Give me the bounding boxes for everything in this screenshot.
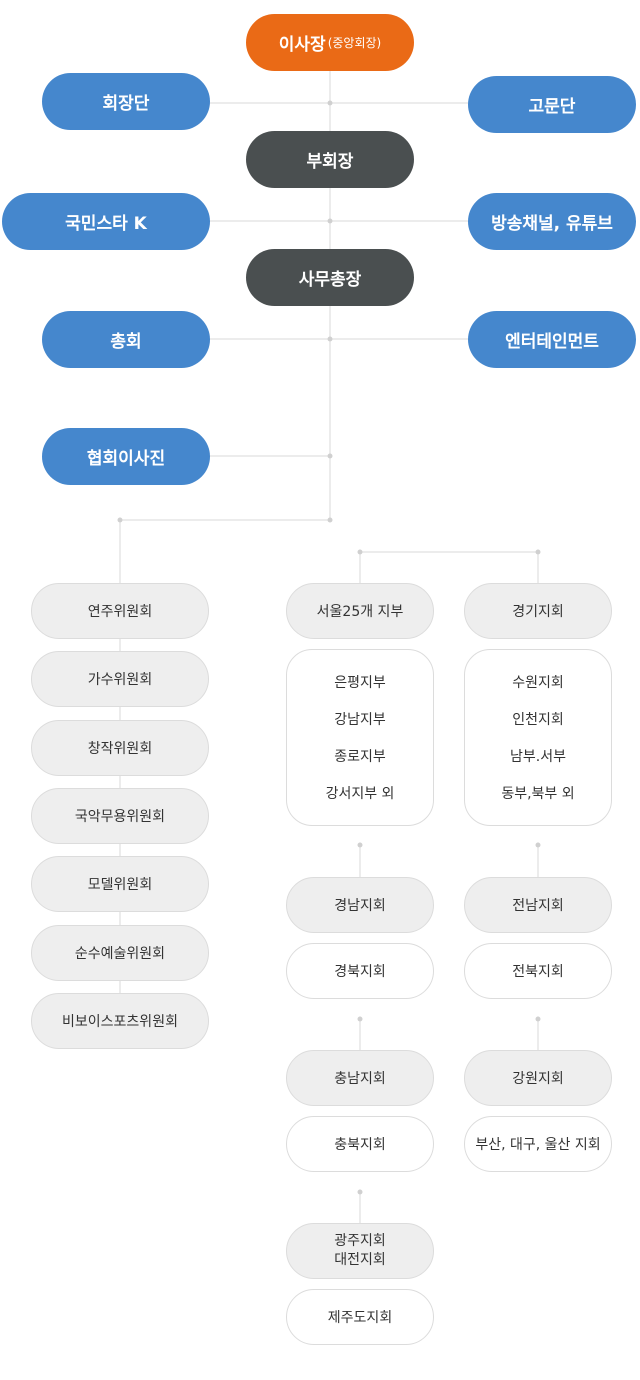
gyeonggi-branch-item: 남부.서부 (510, 748, 566, 765)
jeju-node: 제주도지회 (286, 1289, 434, 1345)
chairman-node: 이사장(중앙회장) (246, 14, 414, 71)
gyeonggi-branch-item: 인천지회 (512, 712, 564, 729)
gwangju-label: 광주지회 (334, 1233, 386, 1249)
chungbuk-node: 충북지회 (286, 1116, 434, 1172)
vice-chairman-node: 부회장 (246, 131, 414, 188)
daejeon-label: 대전지회 (334, 1252, 386, 1268)
seoul-branch-item: 강서지부 외 (325, 785, 395, 802)
gyeonggi-branch-title: 경기지회 (464, 583, 612, 639)
seoul-branch-list: 은평지부 강남지부 종로지부 강서지부 외 (286, 649, 434, 826)
jeonnam-node: 전남지회 (464, 877, 612, 933)
gwangju-daejeon-node: 광주지회 대전지회 (286, 1223, 434, 1279)
busan-daegu-ulsan-node: 부산, 대구, 울산 지회 (464, 1116, 612, 1172)
committee-node: 모델위원회 (31, 856, 209, 912)
committee-node: 가수위원회 (31, 651, 209, 707)
general-assembly-node: 총회 (42, 311, 210, 368)
advisors-node: 고문단 (468, 76, 636, 133)
board-node: 협회이사진 (42, 428, 210, 485)
chungnam-node: 충남지회 (286, 1050, 434, 1106)
committee-node: 연주위원회 (31, 583, 209, 639)
gangwon-node: 강원지회 (464, 1050, 612, 1106)
seoul-branch-item: 은평지부 (334, 675, 386, 692)
jeonbuk-node: 전북지회 (464, 943, 612, 999)
seoul-branch-item: 종로지부 (334, 748, 386, 765)
gyeonggi-branch-item: 수원지회 (512, 675, 564, 692)
chairman-sub-label: (중앙회장) (327, 36, 382, 50)
committee-node: 국악무용위원회 (31, 788, 209, 844)
committee-node: 창작위원회 (31, 720, 209, 776)
committee-node: 순수예술위원회 (31, 925, 209, 981)
gyeongbuk-node: 경북지회 (286, 943, 434, 999)
entertainment-node: 엔터테인먼트 (468, 311, 636, 368)
national-star-node: 국민스타 K (2, 193, 210, 250)
committee-node: 비보이스포츠위원회 (31, 993, 209, 1049)
seoul-branch-title: 서울25개 지부 (286, 583, 434, 639)
seoul-branch-item: 강남지부 (334, 712, 386, 729)
chairman-label: 이사장 (278, 35, 326, 55)
leadership-node: 회장단 (42, 73, 210, 130)
secretary-general-node: 사무총장 (246, 249, 414, 306)
gyeonggi-branch-list: 수원지회 인천지회 남부.서부 동부,북부 외 (464, 649, 612, 826)
gyeongnam-node: 경남지회 (286, 877, 434, 933)
gyeonggi-branch-item: 동부,북부 외 (501, 785, 575, 802)
channel-node: 방송채널, 유튜브 (468, 193, 636, 250)
